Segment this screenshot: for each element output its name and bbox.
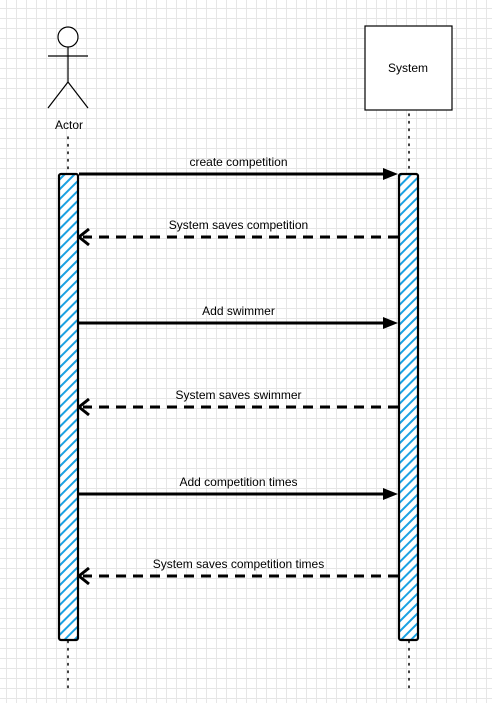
message-label: Add competition times bbox=[179, 475, 297, 489]
filled-arrowhead-icon bbox=[383, 168, 398, 180]
message-4[interactable]: System saves swimmer bbox=[76, 388, 398, 417]
message-5[interactable]: Add competition times bbox=[79, 475, 398, 500]
actor-label: Actor bbox=[55, 118, 83, 132]
message-6[interactable]: System saves competition times bbox=[76, 557, 398, 586]
message-2[interactable]: System saves competition bbox=[76, 218, 398, 247]
message-label: System saves competition bbox=[169, 218, 308, 232]
system-activation-bar[interactable] bbox=[397, 172, 420, 642]
system-box bbox=[364, 25, 453, 111]
actor-stick-figure-icon bbox=[47, 26, 89, 109]
open-arrowhead-icon bbox=[76, 227, 90, 247]
message-1[interactable]: create competition bbox=[79, 155, 398, 180]
message-label: System saves swimmer bbox=[175, 388, 301, 402]
filled-arrowhead-icon bbox=[383, 317, 398, 329]
message-3[interactable]: Add swimmer bbox=[79, 304, 398, 329]
open-arrowhead-icon bbox=[76, 566, 90, 586]
system-participant[interactable]: System bbox=[364, 25, 453, 111]
open-arrowhead-icon bbox=[76, 397, 90, 417]
actor-activation-bar[interactable] bbox=[57, 172, 80, 642]
system-label: System bbox=[388, 61, 428, 75]
filled-arrowhead-icon bbox=[383, 488, 398, 500]
message-label: System saves competition times bbox=[153, 557, 324, 571]
message-label: Add swimmer bbox=[202, 304, 275, 318]
actor-participant[interactable]: Actor bbox=[47, 26, 89, 132]
message-label: create competition bbox=[189, 155, 287, 169]
